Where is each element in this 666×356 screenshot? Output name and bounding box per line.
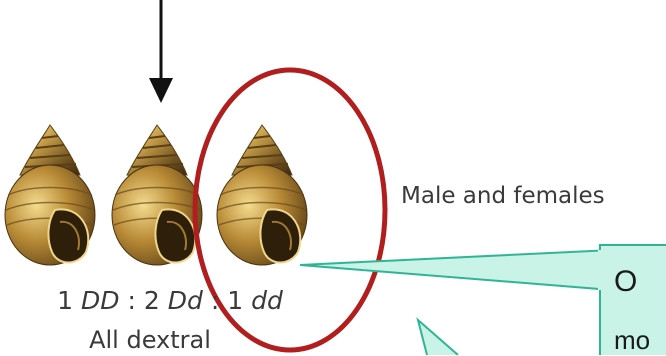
ratio-separator-2: : — [211, 286, 219, 315]
ratio-count-3: 1 — [227, 286, 243, 315]
ratio-separator-1: : — [128, 286, 136, 315]
callout-text-line1: O — [614, 265, 637, 299]
snail-dd-homozygous-recessive — [217, 125, 307, 265]
ratio-genotype-1: DD — [81, 286, 120, 315]
arrow-head — [149, 78, 173, 103]
genotype-ratio: 1 DD : 2 Dd : 1 dd — [0, 286, 340, 315]
ratio-genotype-3: dd — [251, 286, 283, 315]
callout-pointer-lower — [418, 320, 458, 355]
snail-dd-homozygous-dominant — [5, 125, 95, 265]
ratio-count-1: 1 — [57, 286, 73, 315]
side-label: Male and females — [401, 183, 605, 209]
ratio-count-2: 2 — [144, 286, 160, 315]
snail-dd-heterozygous — [112, 125, 202, 265]
phenotype-caption: All dextral — [0, 326, 300, 354]
ratio-genotype-2: Dd — [168, 286, 203, 315]
callout-text-line2: mo — [614, 325, 650, 356]
callout-bubble-pointer — [300, 250, 612, 290]
